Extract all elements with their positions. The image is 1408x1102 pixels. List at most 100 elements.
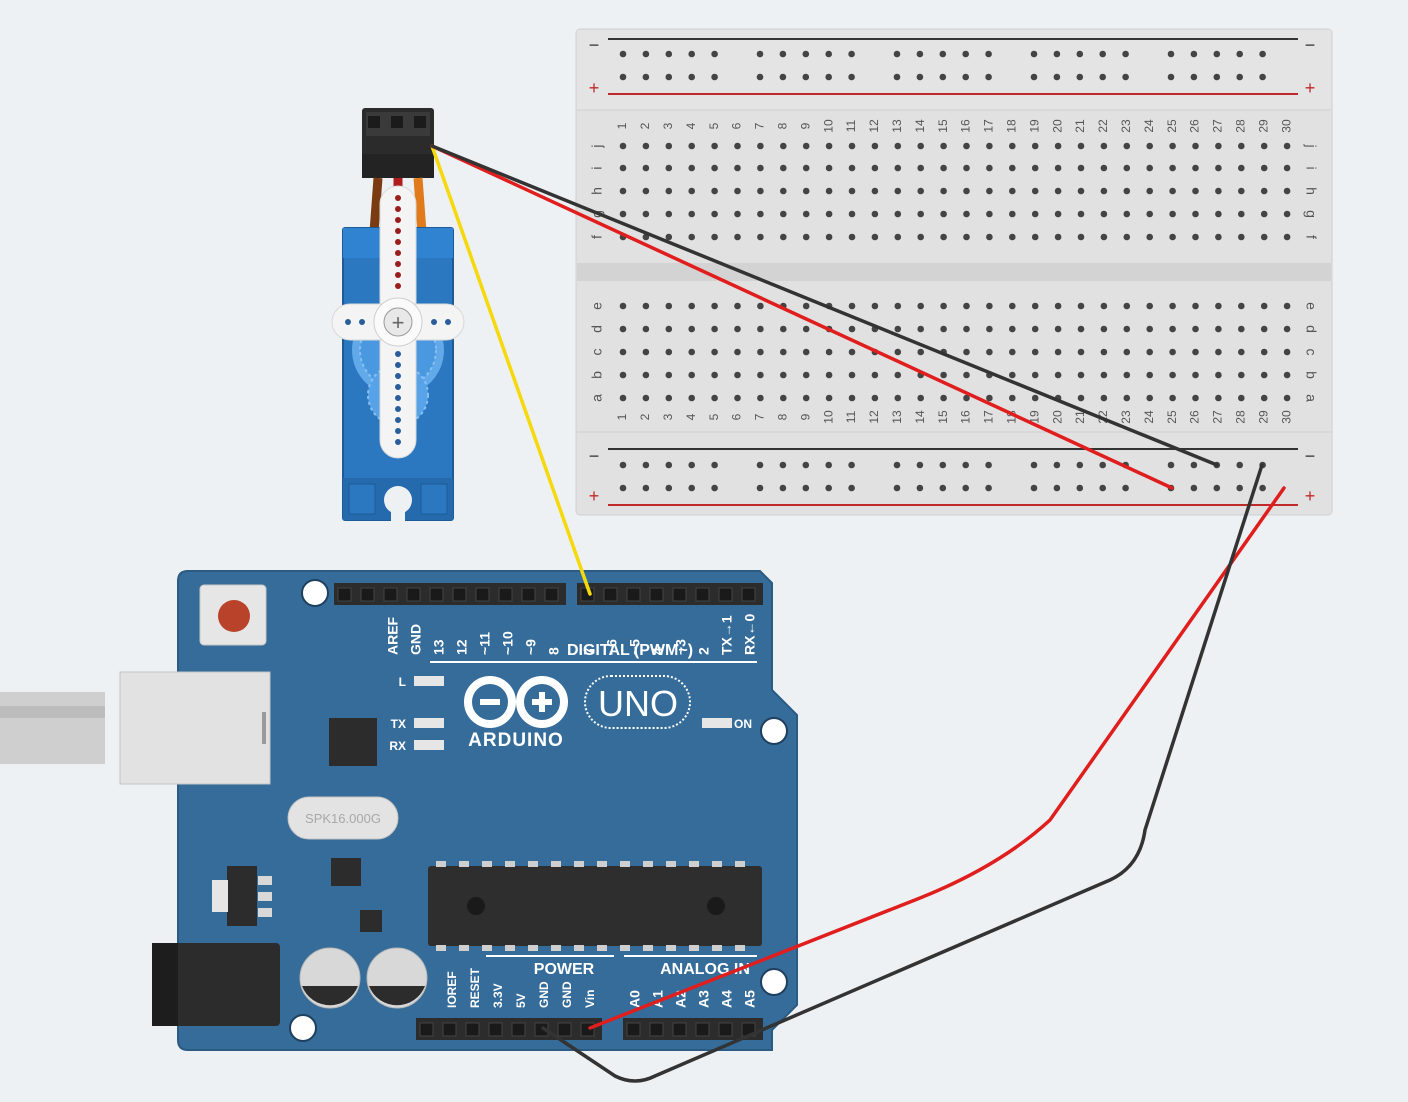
- breadboard-hole[interactable]: [1077, 142, 1085, 150]
- breadboard-hole[interactable]: [1009, 348, 1016, 356]
- breadboard-hole[interactable]: [917, 348, 924, 356]
- breadboard-hole[interactable]: [802, 233, 810, 241]
- breadboard-hole[interactable]: [780, 394, 787, 402]
- breadboard-hole[interactable]: [642, 371, 650, 379]
- breadboard-hole[interactable]: [1077, 210, 1085, 218]
- breadboard-hole[interactable]: [688, 233, 695, 241]
- breadboard-hole[interactable]: [1054, 233, 1062, 241]
- breadboard-hole[interactable]: [963, 164, 970, 172]
- rail-hole[interactable]: [1259, 484, 1266, 492]
- breadboard-hole[interactable]: [1100, 187, 1108, 195]
- rail-hole[interactable]: [916, 461, 924, 469]
- breadboard-hole[interactable]: [1260, 210, 1268, 218]
- breadboard-hole[interactable]: [780, 325, 787, 333]
- breadboard-hole[interactable]: [1238, 302, 1245, 310]
- servo-ground-wire[interactable]: [430, 144, 1219, 467]
- breadboard-hole[interactable]: [757, 210, 764, 218]
- rail-hole[interactable]: [1213, 484, 1221, 492]
- breadboard-hole[interactable]: [757, 142, 764, 150]
- breadboard-hole[interactable]: [1031, 348, 1039, 356]
- signal-wire[interactable]: [430, 144, 592, 596]
- breadboard-hole[interactable]: [1215, 325, 1222, 333]
- breadboard-hole[interactable]: [940, 164, 947, 172]
- header-pin-socket[interactable]: [442, 1022, 457, 1037]
- rail-hole[interactable]: [1053, 484, 1061, 492]
- breadboard-hole[interactable]: [1192, 233, 1199, 241]
- rail-hole[interactable]: [779, 461, 787, 469]
- breadboard-hole[interactable]: [917, 187, 924, 195]
- breadboard-hole[interactable]: [757, 302, 764, 310]
- breadboard-hole[interactable]: [642, 325, 650, 333]
- header-pin-socket[interactable]: [360, 587, 375, 602]
- breadboard-hole[interactable]: [1238, 325, 1245, 333]
- breadboard-hole[interactable]: [1192, 348, 1199, 356]
- breadboard-hole[interactable]: [1238, 371, 1245, 379]
- breadboard-hole[interactable]: [940, 325, 947, 333]
- breadboard-hole[interactable]: [1031, 302, 1039, 310]
- rail-hole[interactable]: [1190, 484, 1198, 492]
- rail-hole[interactable]: [848, 461, 855, 469]
- breadboard-hole[interactable]: [1123, 348, 1131, 356]
- rail-hole[interactable]: [1030, 73, 1038, 81]
- breadboard-hole[interactable]: [734, 142, 741, 150]
- breadboard-hole[interactable]: [894, 142, 902, 150]
- breadboard-hole[interactable]: [757, 371, 764, 379]
- rail-hole[interactable]: [893, 73, 901, 81]
- breadboard-hole[interactable]: [734, 164, 741, 172]
- header-pin-socket[interactable]: [695, 1022, 710, 1037]
- breadboard-hole[interactable]: [711, 394, 718, 402]
- breadboard-hole[interactable]: [757, 187, 764, 195]
- breadboard-hole[interactable]: [1009, 164, 1016, 172]
- rail-hole[interactable]: [1213, 73, 1221, 81]
- header-pin-socket[interactable]: [383, 587, 398, 602]
- breadboard-hole[interactable]: [825, 371, 833, 379]
- breadboard-hole[interactable]: [1283, 302, 1291, 310]
- breadboard-hole[interactable]: [825, 210, 833, 218]
- breadboard-hole[interactable]: [963, 348, 970, 356]
- rail-hole[interactable]: [939, 73, 947, 81]
- breadboard-hole[interactable]: [917, 164, 924, 172]
- rail-hole[interactable]: [619, 50, 627, 58]
- breadboard-hole[interactable]: [688, 371, 695, 379]
- breadboard-hole[interactable]: [665, 210, 673, 218]
- rail-hole[interactable]: [848, 50, 855, 58]
- breadboard-hole[interactable]: [1283, 348, 1291, 356]
- breadboard-hole[interactable]: [711, 142, 718, 150]
- rail-hole[interactable]: [642, 461, 650, 469]
- rail-hole[interactable]: [1190, 461, 1198, 469]
- rail-hole[interactable]: [1167, 461, 1175, 469]
- rail-hole[interactable]: [1236, 50, 1243, 58]
- rail-hole[interactable]: [802, 484, 810, 492]
- breadboard-hole[interactable]: [711, 348, 718, 356]
- rail-hole[interactable]: [1099, 461, 1106, 469]
- breadboard-hole[interactable]: [1077, 371, 1085, 379]
- breadboard-hole[interactable]: [1169, 302, 1176, 310]
- breadboard-hole[interactable]: [1054, 325, 1062, 333]
- breadboard-hole[interactable]: [780, 348, 787, 356]
- breadboard-hole[interactable]: [894, 210, 902, 218]
- rail-hole[interactable]: [665, 73, 673, 81]
- breadboard-hole[interactable]: [688, 348, 695, 356]
- breadboard-hole[interactable]: [1192, 210, 1199, 218]
- breadboard-hole[interactable]: [1283, 394, 1291, 402]
- breadboard-hole[interactable]: [1260, 142, 1268, 150]
- breadboard-hole[interactable]: [1031, 233, 1039, 241]
- breadboard-hole[interactable]: [1123, 142, 1131, 150]
- rail-hole[interactable]: [711, 484, 718, 492]
- breadboard-hole[interactable]: [986, 325, 993, 333]
- rail-hole[interactable]: [1076, 461, 1084, 469]
- breadboard-hole[interactable]: [940, 210, 947, 218]
- breadboard-hole[interactable]: [1146, 394, 1153, 402]
- breadboard-hole[interactable]: [963, 142, 970, 150]
- breadboard-hole[interactable]: [711, 210, 718, 218]
- breadboard-hole[interactable]: [871, 164, 879, 172]
- breadboard-hole[interactable]: [780, 371, 787, 379]
- breadboard-hole[interactable]: [619, 164, 627, 172]
- breadboard-hole[interactable]: [1054, 187, 1062, 195]
- rail-hole[interactable]: [1053, 73, 1061, 81]
- breadboard-hole[interactable]: [963, 187, 970, 195]
- header-pin-socket[interactable]: [429, 587, 444, 602]
- rail-hole[interactable]: [1122, 73, 1129, 81]
- breadboard-hole[interactable]: [871, 187, 879, 195]
- breadboard-hole[interactable]: [1031, 210, 1039, 218]
